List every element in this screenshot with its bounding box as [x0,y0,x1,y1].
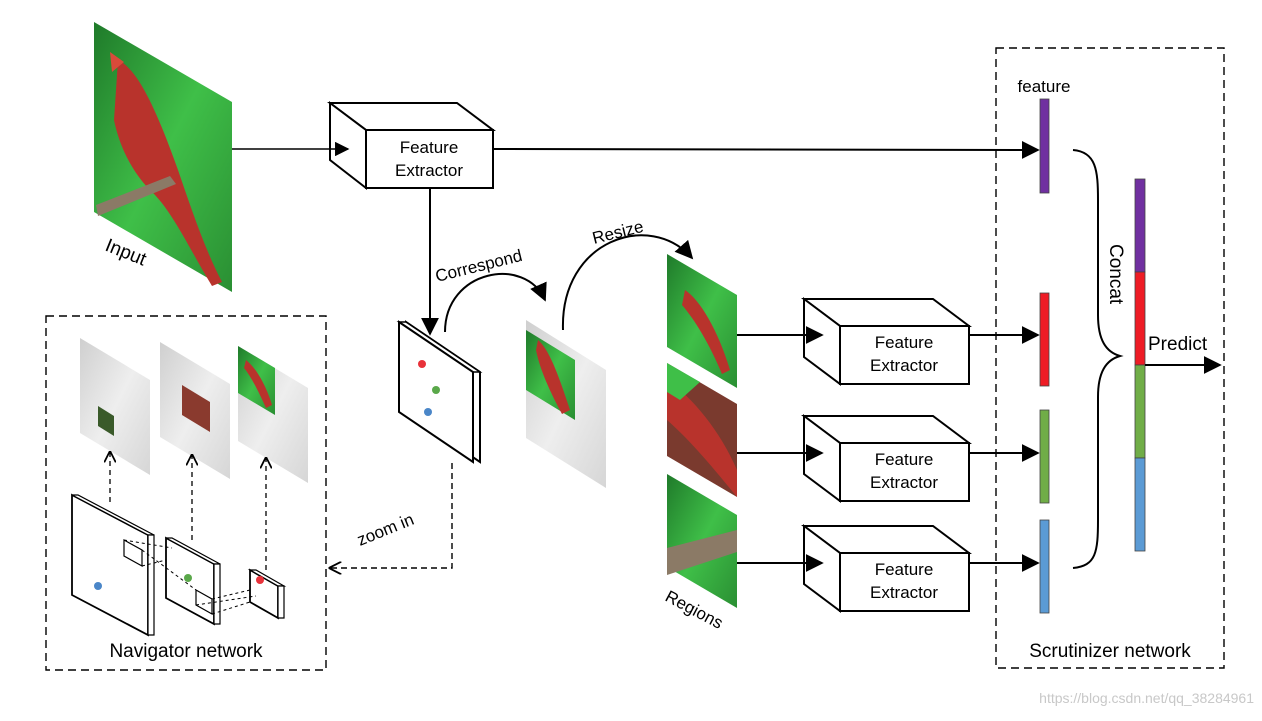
feature-label: feature [1018,77,1071,96]
concat-segment-purple [1134,178,1146,273]
feature-extractor-main-line2: Extractor [395,161,463,180]
navigator-plane-3 [247,568,287,620]
feature-extractor-r1-line2: Extractor [870,356,938,375]
feature-extractor-region-1: Feature Extractor [801,297,972,386]
navigator-network-label: Navigator network [109,641,263,662]
feature-extractor-r3-line2: Extractor [870,583,938,602]
concat-segment-green [1134,364,1146,459]
arrow-correspond [444,273,547,333]
concat-brace [1072,149,1124,569]
navigator-image-2 [160,342,230,479]
dot-blue-icon [424,408,432,416]
feature-extractor-r1-line1: Feature [875,333,934,352]
feature-extractor-r2-line2: Extractor [870,473,938,492]
feature-extractor-main-line1: Feature [400,138,459,157]
bird-body-icon [114,60,222,286]
arrow-zoom-in [330,463,453,568]
dot-green-icon [432,386,440,394]
nav-dot-red-icon [256,576,264,584]
arrow-extractor-to-feature [492,140,1040,159]
feature-extractor-r3-line1: Feature [875,560,934,579]
feature-extractor-main: Feature Extractor [327,101,496,191]
feature-extractor-region-3: Feature Extractor [801,524,972,613]
feature-vector-green [1039,409,1050,504]
region-image-2 [667,363,737,497]
nav-dot-blue-icon [94,582,102,590]
navigator-network-box [45,315,327,671]
region-image-3 [667,474,737,608]
feature-extractor-r2-line1: Feature [875,450,934,469]
navigator-image-1 [80,338,150,475]
navigator-dashed-links [123,539,257,615]
navigator-image-3 [238,346,308,483]
concat-label: Concat [1105,244,1126,305]
concat-segment-blue [1134,457,1146,552]
zoom-in-label: zoom in [354,510,416,550]
resize-label: Resize [590,217,645,248]
scrutinizer-network-box [995,47,1225,669]
feature-vector-purple [1039,98,1050,194]
concat-segment-red [1134,271,1146,366]
region-image-1 [667,254,737,388]
dot-red-icon [418,360,426,368]
feature-vector-blue [1039,519,1050,614]
watermark-text: https://blog.csdn.net/qq_38284961 [1039,690,1254,706]
scrutinizer-network-label: Scrutinizer network [1029,641,1191,662]
navigator-plane-1 [71,493,155,637]
arrow-resize [561,234,694,331]
feature-vector-red [1039,292,1050,387]
nav-dot-green-icon [184,574,192,582]
feature-extractor-region-2: Feature Extractor [801,414,972,503]
input-label: Input [102,235,150,271]
branch-icon [96,176,176,216]
predict-label: Predict [1148,334,1208,355]
correspond-image [526,320,606,488]
input-image [94,22,232,292]
feature-map-plane-icon [396,320,483,464]
navigator-plane-2 [165,536,221,626]
